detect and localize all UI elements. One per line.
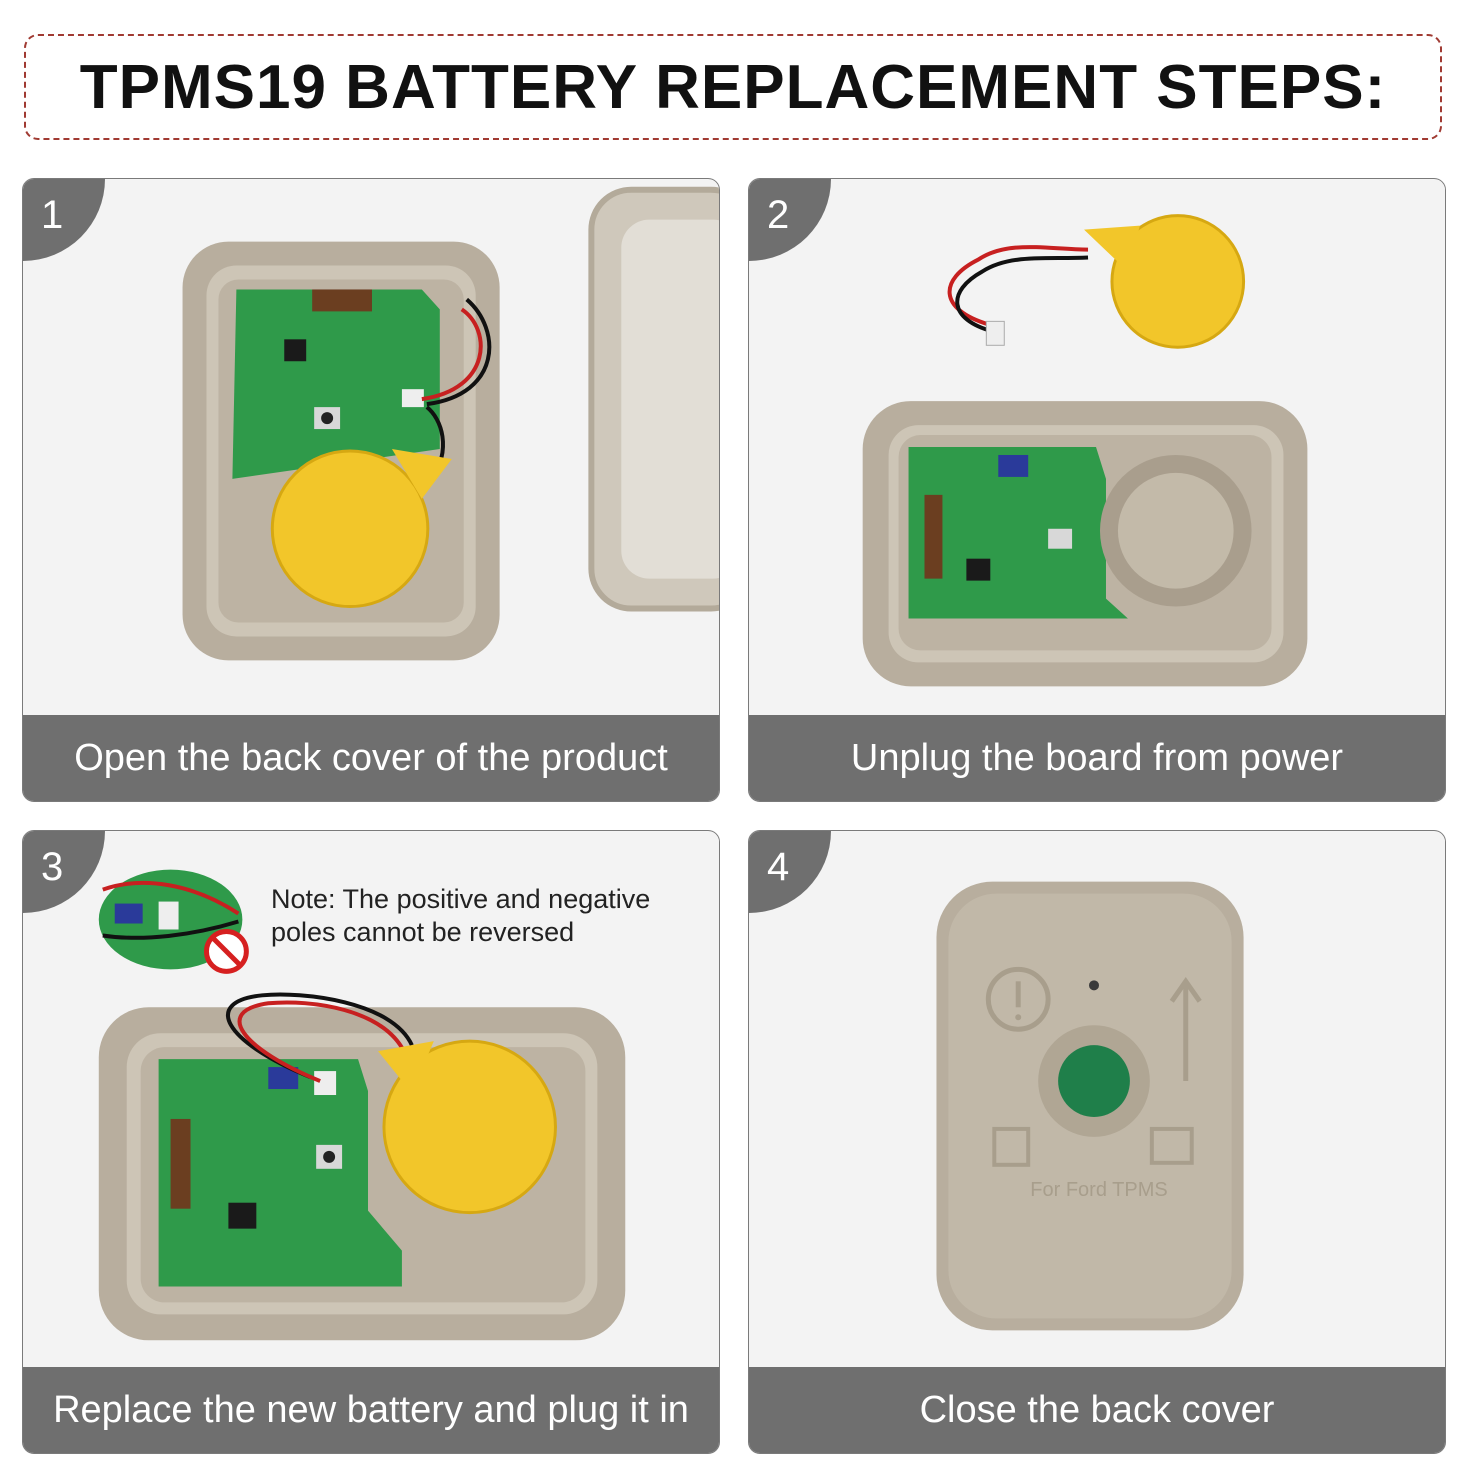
- step-3-panel: 3 Note: The positive and negative poles …: [22, 830, 720, 1454]
- step-3-image: [23, 831, 719, 1369]
- title-banner: TPMS19 BATTERY REPLACEMENT STEPS:: [24, 34, 1442, 140]
- page-title: TPMS19 BATTERY REPLACEMENT STEPS:: [79, 52, 1387, 122]
- polarity-note: Note: The positive and negative poles ca…: [271, 884, 651, 947]
- step-2-image: [749, 179, 1445, 717]
- step-4-image: For Ford TPMS: [749, 831, 1445, 1369]
- step-2-caption: Unplug the board from power: [749, 715, 1445, 801]
- step-4-caption: Close the back cover: [749, 1367, 1445, 1453]
- step-1-panel: 1 Open the back cover of the product: [22, 178, 720, 802]
- device-brand-text: For Ford TPMS: [1030, 1179, 1168, 1201]
- step-4-panel: For Ford TPMS 4 Close the back cover: [748, 830, 1446, 1454]
- step-3-caption: Replace the new battery and plug it in: [23, 1367, 719, 1453]
- step-4-badge: 4: [749, 831, 831, 913]
- step-1-image: [23, 179, 719, 717]
- step-1-caption: Open the back cover of the product: [23, 715, 719, 801]
- step-2-panel: 2 Unplug the board from power: [748, 178, 1446, 802]
